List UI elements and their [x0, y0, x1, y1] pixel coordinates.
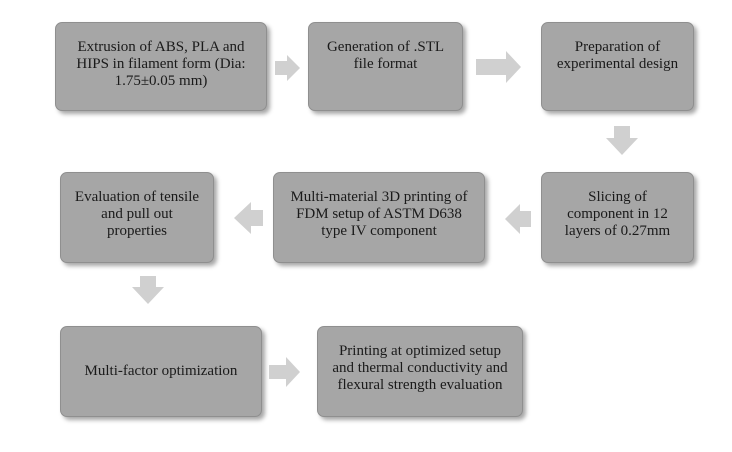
step-3-experimental-design-box: Preparation of experimental design	[541, 22, 694, 111]
step-8-label: Printing at optimized setup and thermal …	[332, 343, 508, 393]
step-5-label: Multi-material 3D printing of FDM setup …	[290, 189, 468, 239]
step-8-optimized-printing-box: Printing at optimized setup and thermal …	[317, 326, 523, 417]
step-2-label: Generation of .STL file format	[326, 39, 445, 72]
arrow-down-icon	[606, 126, 638, 155]
step-2-stl-generation-box: Generation of .STL file format	[308, 22, 463, 111]
arrow-right-icon	[476, 51, 521, 83]
arrow-down-icon	[132, 276, 164, 304]
arrow-right-icon	[275, 55, 300, 81]
step-7-label: Multi-factor optimization	[84, 363, 238, 379]
arrow-left-icon	[505, 204, 531, 234]
step-4-label: Slicing of component in 12 layers of 0.2…	[564, 189, 671, 239]
step-1-label: Extrusion of ABS, PLA and HIPS in filame…	[76, 39, 246, 89]
step-7-optimization-box: Multi-factor optimization	[60, 326, 262, 417]
step-4-slicing-box: Slicing of component in 12 layers of 0.2…	[541, 172, 694, 263]
step-6-evaluation-box: Evaluation of tensile and pull out prope…	[60, 172, 214, 263]
arrow-right-icon	[269, 357, 300, 387]
step-3-label: Preparation of experimental design	[556, 39, 679, 72]
step-1-extrusion-box: Extrusion of ABS, PLA and HIPS in filame…	[55, 22, 267, 111]
step-5-multi-material-printing-box: Multi-material 3D printing of FDM setup …	[273, 172, 485, 263]
step-6-label: Evaluation of tensile and pull out prope…	[74, 189, 200, 239]
arrow-left-icon	[234, 202, 263, 234]
